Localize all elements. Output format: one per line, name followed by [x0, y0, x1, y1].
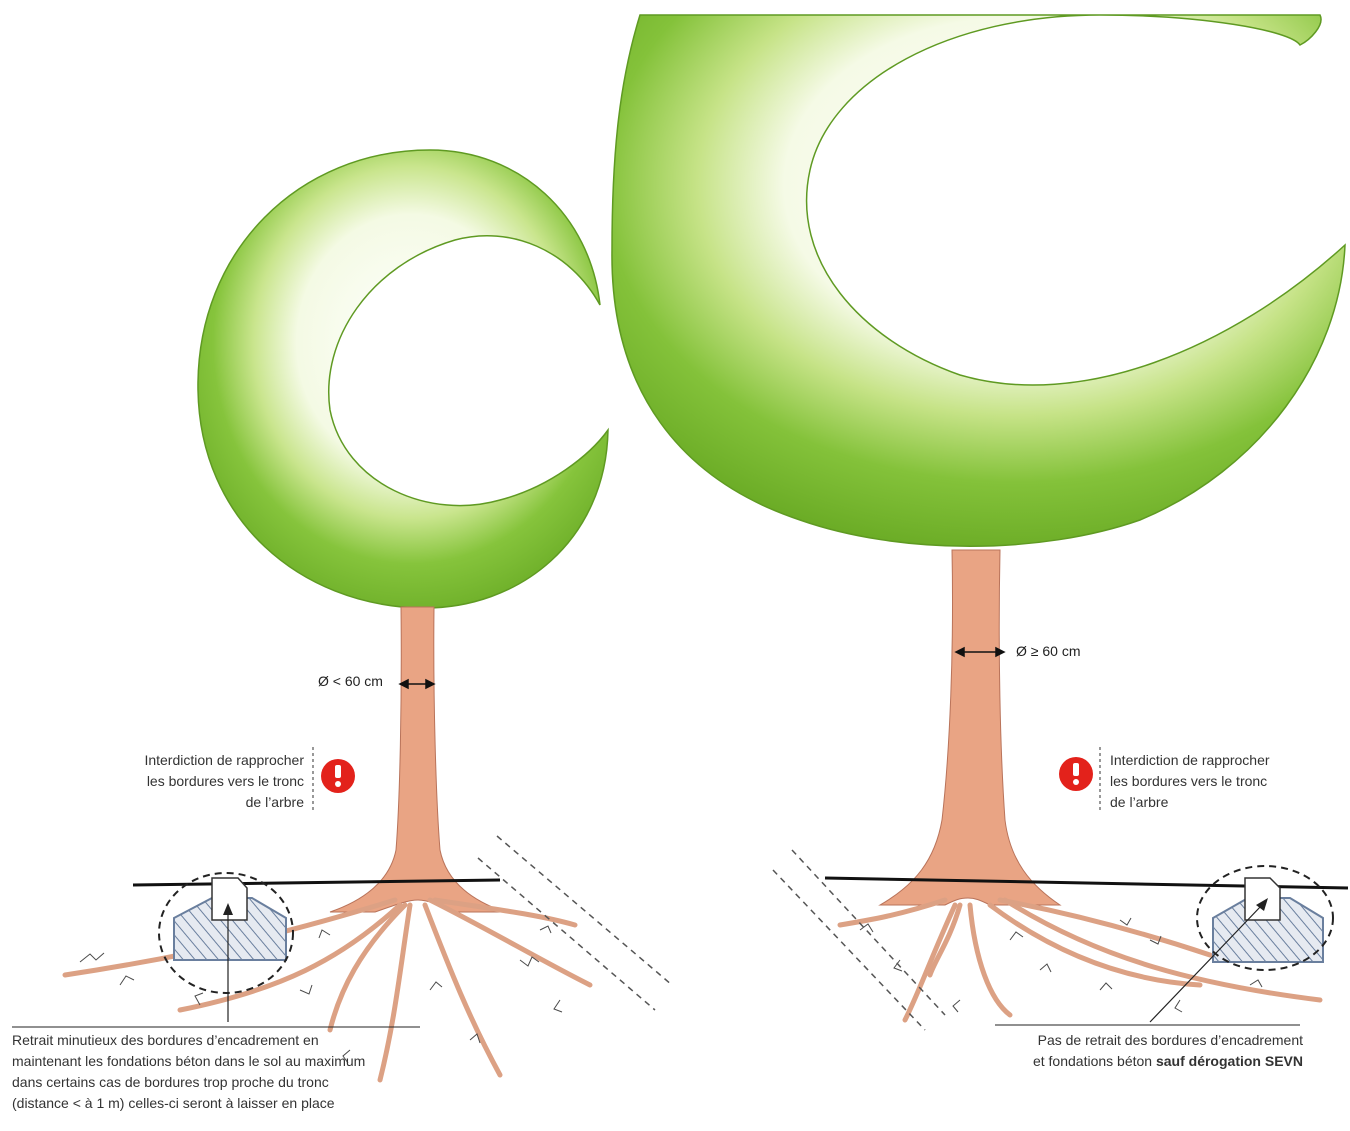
right-tree — [612, 15, 1348, 1030]
right-note-prefix: et fondations béton — [1033, 1053, 1156, 1069]
left-note-line: maintenant les fondations béton dans le … — [12, 1051, 422, 1072]
right-note-bold: sauf dérogation SEVN — [1156, 1053, 1303, 1069]
right-note-line: Pas de retrait des bordures d’encadremen… — [985, 1030, 1303, 1051]
left-warning-line: les bordures vers le tronc — [108, 771, 304, 792]
right-canopy — [612, 15, 1345, 546]
right-warning-line: Interdiction de rapprocher — [1110, 750, 1330, 771]
right-diameter-label: Ø ≥ 60 cm — [1016, 643, 1080, 659]
left-diameter-label: Ø < 60 cm — [318, 673, 383, 689]
left-canopy — [198, 150, 608, 608]
right-warning-line: les bordures vers le tronc — [1110, 771, 1330, 792]
left-note-line: dans certains cas de bordures trop proch… — [12, 1072, 422, 1093]
right-trunk — [880, 550, 1060, 905]
left-warning-line: de l’arbre — [108, 792, 304, 813]
right-note-line: et fondations béton sauf dérogation SEVN — [985, 1051, 1303, 1072]
right-note: Pas de retrait des bordures d’encadremen… — [985, 1030, 1303, 1072]
left-trunk — [330, 607, 505, 912]
right-warning-text: Interdiction de rapprocher les bordures … — [1110, 750, 1330, 813]
left-warning-text: Interdiction de rapprocher les bordures … — [108, 750, 304, 813]
right-warning-line: de l’arbre — [1110, 792, 1330, 813]
left-warning-icon — [321, 759, 355, 793]
left-tree — [12, 150, 672, 1080]
left-note-line: Retrait minutieux des bordures d’encadre… — [12, 1030, 422, 1051]
right-warning-icon — [1059, 757, 1093, 791]
left-note-line: (distance < à 1 m) celles-ci seront à la… — [12, 1093, 422, 1114]
left-note: Retrait minutieux des bordures d’encadre… — [12, 1030, 422, 1114]
left-warning-line: Interdiction de rapprocher — [108, 750, 304, 771]
